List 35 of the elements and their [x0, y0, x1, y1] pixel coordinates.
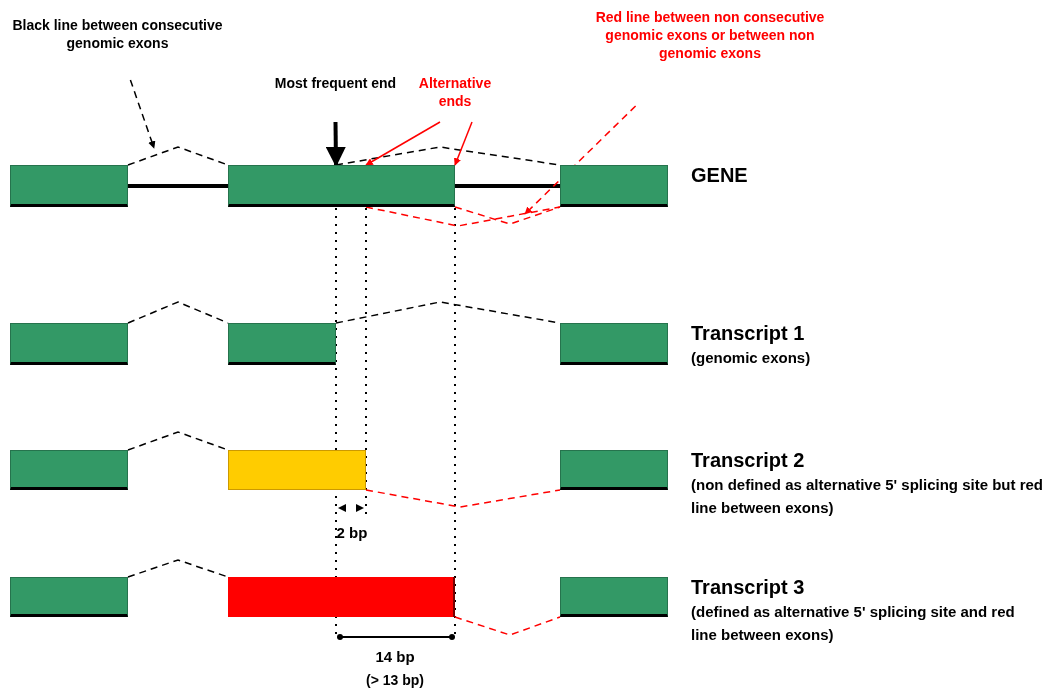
row-label: Transcript 2: [691, 448, 805, 473]
row-description: (non defined as alternative 5' splicing site but red line between exons): [691, 475, 1043, 518]
leader-line: [524, 105, 637, 215]
exon-box: [10, 450, 128, 490]
exon-box: [228, 450, 366, 490]
exon-box: [10, 165, 128, 207]
splice-line: [454, 206, 561, 225]
intron-line: [128, 184, 228, 188]
exon-box: [10, 577, 128, 617]
row-label: Transcript 3: [691, 575, 805, 600]
exon-box: [228, 323, 336, 365]
intron-line: [455, 184, 560, 188]
splice-line: [454, 616, 561, 636]
leader-line: [454, 121, 473, 166]
annotation: Red line between non consecutive genomic exons or between non genomic exons: [590, 8, 830, 106]
annotation: Black line between consecutive genomic exons: [10, 16, 225, 80]
leader-line: [325, 121, 346, 167]
exon-box: [10, 323, 128, 365]
splice-line: [365, 206, 561, 227]
splice-line: [365, 489, 561, 508]
dimension-label: 2 bp: [335, 523, 369, 543]
dimension-label: 14 bp: [374, 647, 416, 667]
row-description: (defined as alternative 5' splicing site and red line between exons): [691, 602, 1016, 645]
exon-box: [228, 577, 455, 617]
row-description: (genomic exons): [691, 348, 811, 368]
row-label: GENE: [691, 163, 748, 188]
row-label: Transcript 1: [691, 321, 805, 346]
exon-box: [228, 165, 455, 207]
leader-line: [129, 79, 156, 149]
annotation: Most frequent end: [268, 74, 403, 122]
leader-line: [365, 121, 441, 166]
annotation: Alternative ends: [405, 74, 505, 122]
intron-line: [127, 559, 229, 578]
intron-line: [127, 301, 229, 324]
dimension-label: (> 13 bp): [365, 671, 425, 690]
